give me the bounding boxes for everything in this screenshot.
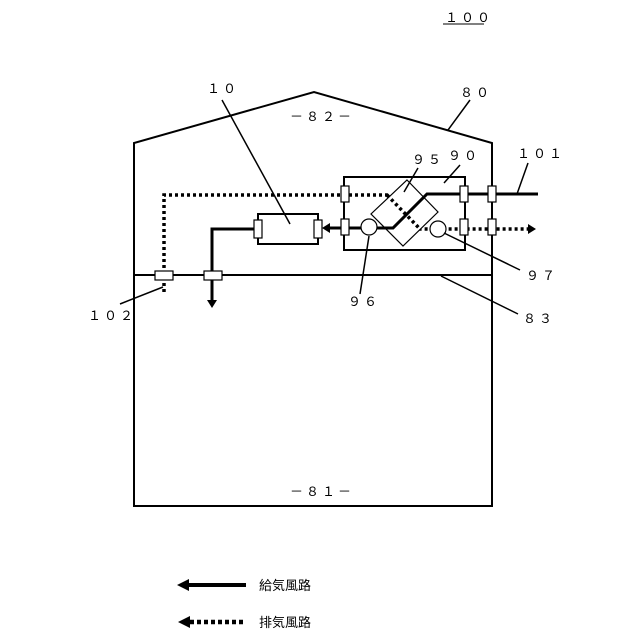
legend-exhaust-arrow <box>178 616 190 628</box>
box-port-right-upper <box>460 186 468 202</box>
exhaust-arrow-head <box>528 224 536 234</box>
wall-port-upper <box>488 186 496 202</box>
label-supply-fan: ９６ <box>348 295 380 310</box>
box-port-left-upper <box>341 186 349 202</box>
leader-ceiling-port <box>120 287 163 304</box>
leader-unit <box>222 100 290 224</box>
attic-space-label: －８２－ <box>290 110 354 125</box>
leader-ceiling <box>441 276 518 314</box>
label-ceiling-port: １０２ <box>88 309 136 324</box>
ceiling-port-supply <box>204 271 222 280</box>
room-space-label: －８１－ <box>290 485 354 500</box>
label-unit: １０ <box>207 82 239 97</box>
supply-arrow-to-room <box>207 300 217 308</box>
supply-path-to-room <box>212 229 257 300</box>
leader-exhaust-fan <box>444 233 520 270</box>
box-port-left-lower <box>341 219 349 235</box>
leader-roof <box>448 100 470 130</box>
legend-supply-label: 給気風路 <box>259 578 311 594</box>
label-ventilator: ９０ <box>448 149 480 164</box>
box-port-right-lower <box>460 219 468 235</box>
legend: 給気風路 排気風路 <box>177 578 311 631</box>
leader-outdoor-port <box>517 163 528 194</box>
label-heat-exchanger: ９５ <box>412 153 444 168</box>
label-ceiling: ８３ <box>523 312 555 327</box>
legend-supply-arrow <box>177 579 189 591</box>
legend-exhaust-label: 排気風路 <box>259 615 311 631</box>
label-exhaust-fan: ９７ <box>526 269 558 284</box>
supply-fan <box>361 219 377 235</box>
wall-port-lower <box>488 219 496 235</box>
unit-connector-right <box>314 220 322 238</box>
label-outdoor-port: １０１ <box>517 147 565 162</box>
label-roof: ８０ <box>460 86 492 101</box>
unit-connector-left <box>254 220 262 238</box>
unit-box <box>258 214 318 244</box>
supply-arrow-into-unit <box>322 223 330 233</box>
ceiling-port-exhaust <box>155 271 173 280</box>
exhaust-fan <box>430 221 446 237</box>
